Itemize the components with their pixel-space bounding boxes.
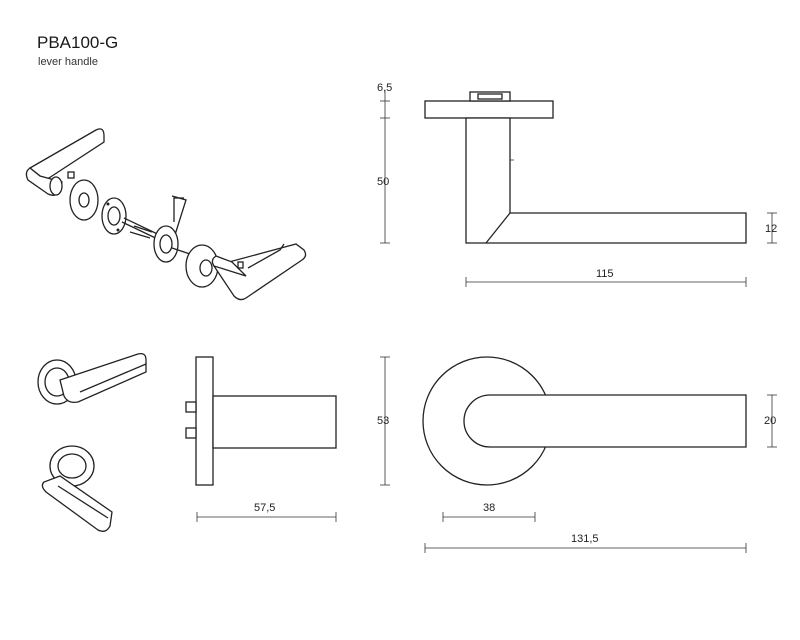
dim-lever-length: 115 (596, 268, 614, 280)
dim-lever-width: 20 (764, 415, 776, 427)
dim-height: 50 (377, 176, 389, 188)
exploded-view (25, 128, 307, 301)
front-view (422, 356, 747, 486)
product-subtitle: lever handle (38, 56, 98, 68)
dim-lever-thickness: 12 (765, 223, 777, 235)
dim-total-length: 131,5 (571, 533, 599, 545)
thumbnail-views (37, 352, 147, 532)
side-profile-view (424, 91, 747, 244)
dim-rose-diameter: 53 (377, 415, 389, 427)
dim-rose-thickness: 6,5 (377, 82, 392, 94)
dimension-lines (196, 90, 777, 553)
shank-side-view (185, 356, 337, 486)
dim-inner-offset: 38 (483, 502, 495, 514)
product-title: PBA100-G (37, 33, 119, 52)
dim-projection: 57,5 (254, 502, 275, 514)
